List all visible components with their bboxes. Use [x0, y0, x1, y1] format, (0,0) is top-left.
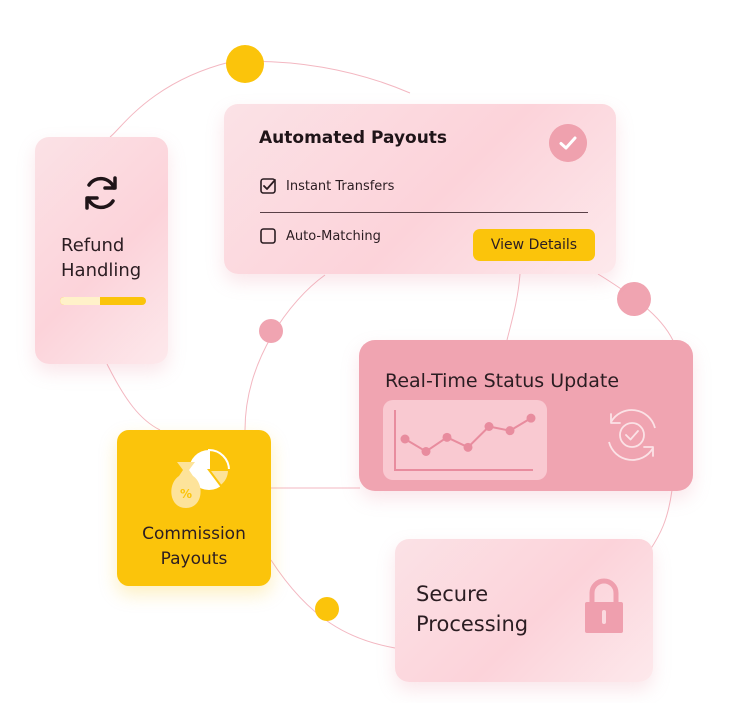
trend-point — [463, 442, 473, 452]
trend-line-chart — [394, 410, 536, 471]
trend-point — [484, 422, 494, 431]
check-circle-icon — [549, 124, 587, 162]
status-trend-chart — [383, 400, 547, 480]
refund-progress-fill — [60, 297, 101, 305]
instant-transfers-label: Instant Transfers — [286, 178, 395, 194]
trend-point — [400, 434, 410, 444]
pink-dot — [259, 319, 283, 343]
checkbox-checked-icon[interactable] — [260, 178, 276, 194]
yellow-dot — [315, 597, 339, 621]
lock-icon — [585, 578, 623, 633]
real-time-status-title: Real-Time Status Update — [385, 370, 620, 392]
automated-payouts-card: Automated Payouts Instant Transfers Auto… — [224, 104, 616, 274]
view-details-button[interactable]: View Details — [473, 229, 595, 261]
refresh-icon — [85, 176, 117, 210]
trend-point — [505, 426, 515, 436]
refund-progress-bar — [60, 297, 146, 305]
trend-point — [421, 447, 431, 456]
yellow-dot — [226, 45, 264, 83]
auto-matching-label: Auto-Matching — [286, 228, 381, 244]
trend-point — [526, 413, 536, 423]
auto-matching-option[interactable]: Auto-Matching — [260, 228, 381, 244]
trend-point — [442, 432, 452, 442]
divider — [260, 212, 588, 213]
automated-payouts-title: Automated Payouts — [259, 128, 448, 148]
sync-check-icon — [608, 409, 656, 461]
pink-dot — [617, 282, 651, 316]
instant-transfers-option[interactable]: Instant Transfers — [260, 178, 394, 194]
real-time-status-card: Real-Time Status Update — [359, 340, 693, 491]
svg-text:%: % — [180, 487, 192, 501]
checkbox-unchecked-icon[interactable] — [260, 228, 276, 244]
money-bag-pie-icon: % — [171, 448, 231, 508]
